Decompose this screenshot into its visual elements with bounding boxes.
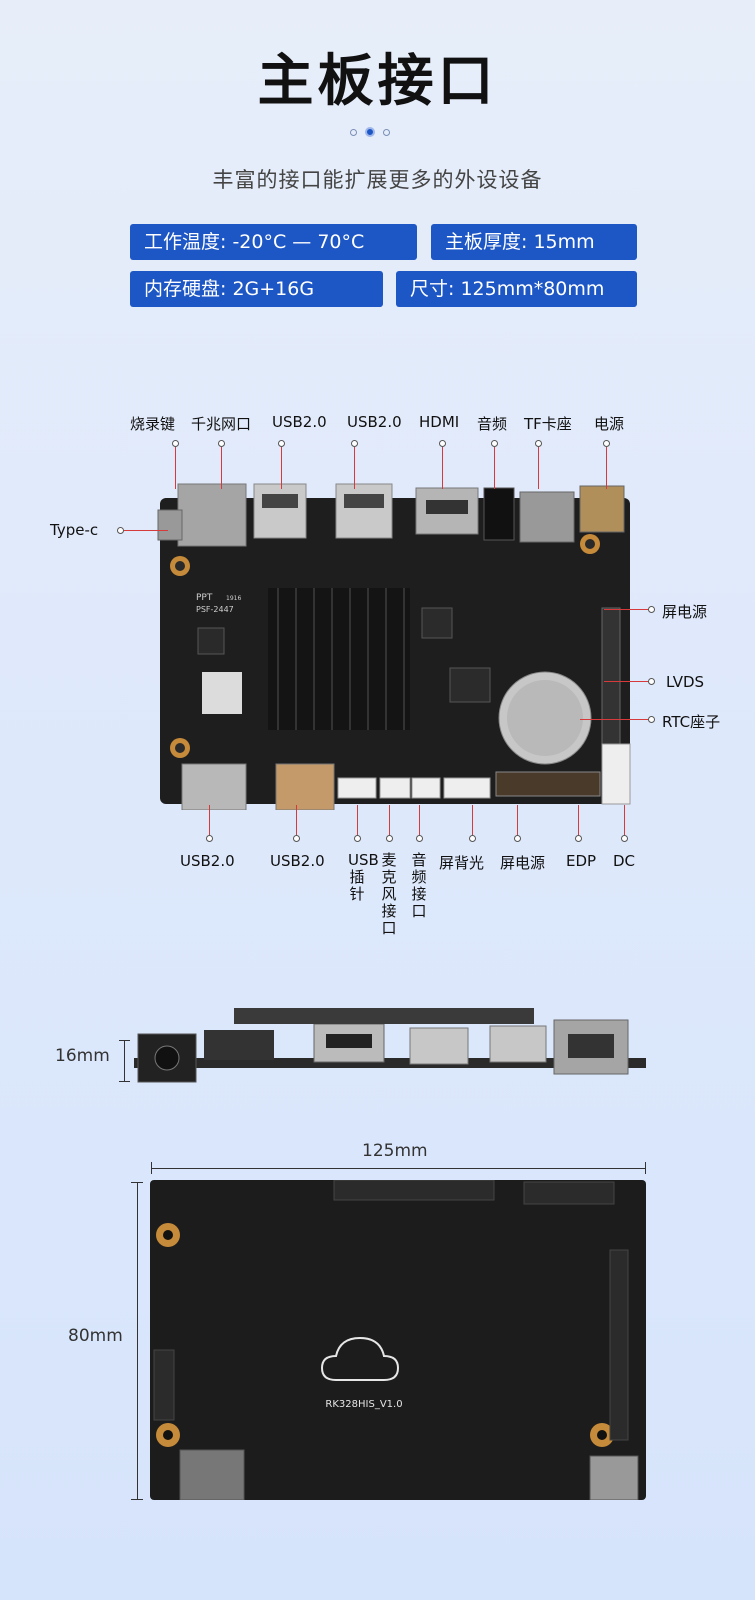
silk-model: RK328HIS_V1.0	[325, 1399, 402, 1410]
page-subtitle: 丰富的接口能扩展更多的外设设备	[212, 168, 543, 192]
callout-type-c: Type-c	[50, 521, 99, 539]
callout-rtc: RTC座子	[662, 713, 721, 731]
carousel-indicator	[350, 127, 390, 137]
callout-power: 电源	[594, 415, 625, 433]
spec-operating-temp: 工作温度: -20°C — 70°C	[130, 224, 417, 260]
callout-usb-bottom-2: USB2.0	[270, 852, 325, 870]
callout-edp: EDP	[566, 852, 597, 870]
callout-audio-port: 音频接口	[411, 851, 427, 920]
dim-height-label: 80mm	[68, 1326, 123, 1346]
callout-lvds: LVDS	[666, 673, 705, 691]
callout-burn-key: 烧录键	[130, 415, 176, 433]
silk-1916: 1916	[226, 595, 241, 602]
callout-usb-top-2: USB2.0	[347, 413, 402, 431]
indicator-dot-active[interactable]	[365, 127, 375, 137]
callout-screen-power-bottom: 屏电源	[500, 854, 546, 872]
board-top-photo: PPT 1916 PSF-2447	[157, 483, 631, 810]
dim-thickness-label: 16mm	[55, 1046, 110, 1066]
dim-width-label: 125mm	[362, 1141, 428, 1161]
callout-dc: DC	[613, 852, 636, 870]
callout-screen-power-right: 屏电源	[662, 603, 708, 621]
silk-psf: PSF-2447	[196, 605, 234, 614]
board-side-photo	[134, 1008, 646, 1083]
callout-gigabit-ethernet: 千兆网口	[191, 415, 252, 433]
callout-usb-header: USB插针	[348, 851, 379, 903]
silk-ppt: PPT	[196, 593, 213, 603]
indicator-dot[interactable]	[383, 128, 390, 136]
callout-usb-top-1: USB2.0	[272, 413, 327, 431]
indicator-dot[interactable]	[350, 128, 357, 136]
page-title: 主板接口	[257, 49, 498, 114]
callout-audio: 音频	[477, 415, 508, 433]
callout-backlight: 屏背光	[439, 854, 485, 872]
callout-mic: 麦克风接口	[381, 851, 397, 937]
spec-memory-storage: 内存硬盘: 2G+16G	[130, 271, 383, 307]
board-back-photo: RK328HIS_V1.0	[150, 1180, 646, 1500]
callout-usb-bottom-1: USB2.0	[180, 852, 235, 870]
callout-hdmi: HDMI	[419, 413, 460, 431]
callout-tf-slot: TF卡座	[524, 415, 572, 433]
spec-dimensions: 尺寸: 125mm*80mm	[396, 271, 637, 307]
spec-board-thickness: 主板厚度: 15mm	[431, 224, 637, 260]
